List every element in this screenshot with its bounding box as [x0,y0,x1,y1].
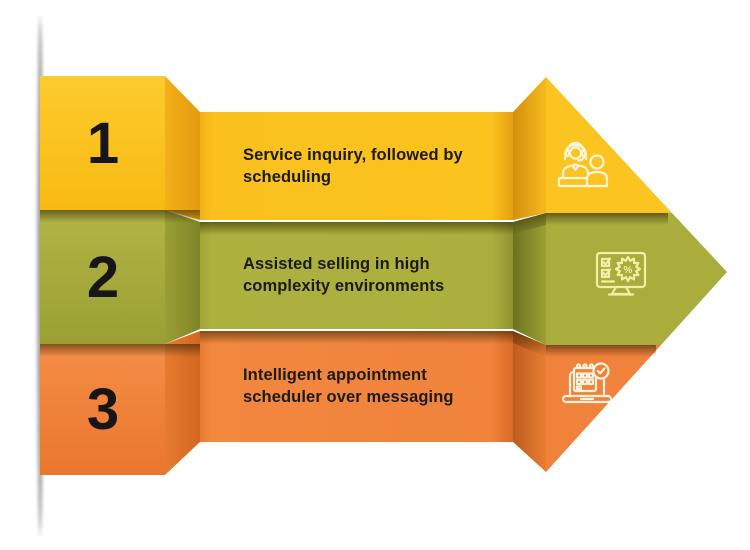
discount-checklist-monitor-icon: % [595,250,647,300]
step-2-label-line2: complexity environments [243,277,445,295]
support-agents-icon [556,139,610,189]
step-2-number: 2 [86,244,119,310]
step-3-number: 3 [86,377,119,442]
step-1-label: Service inquiry, followed by scheduling [243,144,513,188]
step-2-label: Assisted selling in high complexity envi… [243,253,513,297]
step-2-ribbon [40,210,727,345]
step-1-number: 1 [86,110,119,176]
percent-badge: % [624,265,633,276]
step-1-label-line1: Service inquiry, followed by [243,146,463,164]
step-3-label: Intelligent appointment scheduler over m… [243,364,513,408]
step-3-label-line2: scheduler over messaging [243,388,454,406]
step-3-label-line1: Intelligent appointment [243,366,427,384]
step-1-label-line2: scheduling [243,168,332,186]
laptop-calendar-check-icon [561,360,613,406]
step-2-label-line1: Assisted selling in high [243,255,430,273]
band-shadows [40,210,668,357]
